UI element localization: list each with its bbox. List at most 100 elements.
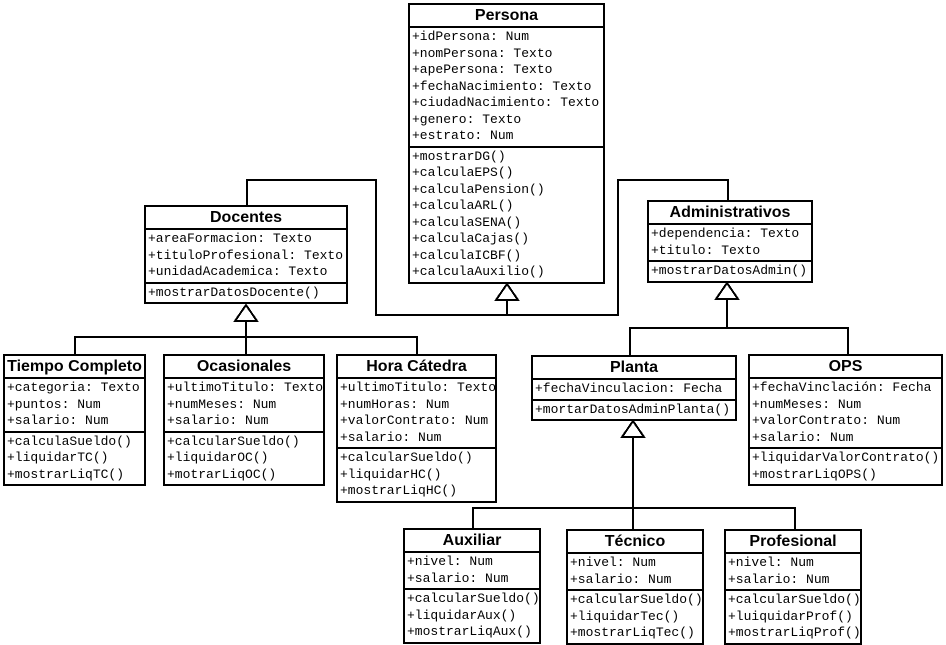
member-line: +nivel: Num	[407, 554, 493, 569]
class-title: Persona	[410, 5, 603, 28]
member-line: +calcularSueldo()	[167, 433, 300, 449]
class-attributes: +ultimoTitulo: Texto+numHoras: Num+valor…	[338, 379, 497, 447]
class-methods: +calcularSueldo()+liquidarHC()+mostrarLi…	[338, 447, 495, 501]
member-line: +calculaCajas()	[412, 231, 530, 246]
class-box-ocasionales: Ocasionales +ultimoTitulo: Texto+numMese…	[163, 354, 325, 486]
class-methods: +calcularSueldo()+liquidarOC()+motrarLiq…	[165, 430, 323, 485]
member-line: +calculaSueldo()	[7, 433, 132, 449]
class-attributes: +categoria: Texto+puntos: Num+salario: N…	[5, 379, 144, 431]
class-title: Administrativos	[649, 202, 811, 225]
class-methods: +mostrarDatosAdmin()	[649, 260, 811, 281]
member-line: +liquidarOC()	[167, 450, 269, 465]
generalization-arrowhead	[233, 303, 259, 322]
generalization-administrativos	[629, 281, 849, 356]
member-line: +genero: Texto	[412, 111, 522, 127]
class-methods: +calcularSueldo()+liquidarTec()+mostrarL…	[568, 589, 703, 643]
class-box-profesional: Profesional +nivel: Num+salario: Num +ca…	[724, 529, 862, 645]
class-methods: +calcularSueldo()+liquidarAux()+mostrarL…	[405, 588, 540, 642]
class-methods: +mostrarDG()+calculaEPS()+calculaPension…	[410, 145, 603, 282]
generalization-docentes	[74, 303, 418, 355]
member-line: +fechaVinclación: Fecha	[752, 380, 932, 395]
class-box-ops: OPS +fechaVinclación: Fecha+numMeses: Nu…	[748, 354, 943, 486]
member-line: +salario: Num	[752, 429, 854, 445]
member-line: +ciudadNacimiento: Texto	[412, 95, 600, 110]
class-box-hora-catedra: Hora Cátedra +ultimoTitulo: Texto+numHor…	[336, 354, 497, 503]
generalization-arrowhead	[620, 419, 646, 438]
member-line: +calculaAuxilio()	[412, 264, 545, 279]
member-line: +mostrarDG()	[412, 148, 506, 164]
member-line: +dependencia: Texto	[651, 226, 800, 241]
class-title: Docentes	[146, 207, 346, 230]
class-attributes: +nivel: Num+salario: Num	[405, 553, 539, 588]
member-line: +salario: Num	[167, 413, 269, 428]
member-line: +calculaARL()	[412, 198, 514, 213]
generalization-arrowhead	[494, 282, 520, 301]
member-line: +numMeses: Num	[167, 396, 277, 412]
class-title: Ocasionales	[165, 356, 323, 379]
class-methods: +liquidarValorContrato()+mostrarLiqOPS()	[750, 447, 941, 484]
member-line: +salario: Num	[728, 571, 830, 587]
member-line: +salario: Num	[570, 571, 672, 587]
member-line: +mostrarLiqProf()	[728, 625, 861, 640]
member-line: +unidadAcademica: Texto	[148, 264, 328, 279]
member-line: +mostrarLiqTC()	[7, 466, 125, 482]
member-line: +salario: Num	[407, 570, 509, 586]
member-line: +liquidarHC()	[340, 466, 442, 482]
class-title: Hora Cátedra	[338, 356, 495, 379]
member-line: +categoria: Texto	[7, 380, 140, 395]
member-line: +areaFormacion: Texto	[148, 231, 312, 246]
class-title: Planta	[533, 357, 735, 380]
class-attributes: +fechaVinculacion: Fecha	[533, 380, 735, 399]
member-line: +calcularSueldo()	[728, 592, 861, 607]
class-box-auxiliar: Auxiliar +nivel: Num+salario: Num +calcu…	[403, 528, 541, 644]
member-line: +liquidarTec()	[570, 608, 680, 624]
member-line: +apePersona: Texto	[412, 62, 553, 77]
member-line: +liquidarTC()	[7, 450, 109, 465]
member-line: +mostrarLiqTec()	[570, 625, 695, 640]
member-line: +liquidarValorContrato()	[752, 450, 940, 465]
class-attributes: +idPersona: Num+nomPersona: Texto+apePer…	[410, 28, 603, 146]
class-box-planta: Planta +fechaVinculacion: Fecha +mortarD…	[531, 355, 737, 421]
class-attributes: +nivel: Num+salario: Num	[568, 554, 702, 589]
generalization-persona	[246, 179, 729, 316]
member-line: +motrarLiqOC()	[167, 466, 277, 482]
class-title: Técnico	[568, 531, 702, 554]
member-line: +liquidarAux()	[407, 607, 517, 623]
class-attributes: +ultimoTitulo: Texto+numMeses: Num+salar…	[165, 379, 323, 431]
member-line: +calculaICBF()	[412, 247, 522, 263]
class-box-docentes: Docentes +areaFormacion: Texto+tituloPro…	[144, 205, 348, 304]
class-attributes: +nivel: Num+salario: Num	[726, 554, 860, 589]
member-line: +ultimoTitulo: Texto	[167, 380, 324, 395]
class-attributes: +areaFormacion: Texto+tituloProfesional:…	[146, 230, 346, 282]
member-line: +idPersona: Num	[412, 29, 530, 44]
class-title: Tiempo Completo	[5, 356, 144, 379]
class-title: Profesional	[726, 531, 860, 554]
member-line: +calcularSueldo()	[407, 591, 540, 606]
member-line: +mostrarLiqAux()	[407, 624, 532, 639]
class-box-persona: Persona +idPersona: Num+nomPersona: Text…	[408, 3, 605, 284]
class-box-tecnico: Técnico +nivel: Num+salario: Num +calcul…	[566, 529, 704, 645]
member-line: +valorContrato: Num	[752, 413, 901, 428]
class-title: OPS	[750, 356, 941, 379]
member-line: +calculaSENA()	[412, 214, 522, 230]
class-methods: +calcularSueldo()+luiquidarProf()+mostra…	[726, 589, 861, 643]
member-line: +ultimoTitulo: Texto	[340, 380, 497, 395]
member-line: +nivel: Num	[570, 555, 656, 570]
member-line: +calcularSueldo()	[340, 450, 473, 465]
generalization-planta	[472, 419, 796, 530]
class-attributes: +fechaVinclación: Fecha+numMeses: Num+va…	[750, 379, 941, 447]
member-line: +numHoras: Num	[340, 396, 450, 412]
class-title: Auxiliar	[405, 530, 539, 553]
member-line: +numMeses: Num	[752, 396, 862, 412]
member-line: +estrato: Num	[412, 128, 514, 143]
member-line: +fechaNacimiento: Texto	[412, 78, 592, 94]
class-methods: +mostrarDatosDocente()	[146, 281, 346, 303]
member-line: +mostrarDatosAdmin()	[651, 263, 808, 278]
member-line: +tituloProfesional: Texto	[148, 247, 344, 263]
member-line: +calculaPension()	[412, 181, 545, 197]
member-line: +nomPersona: Texto	[412, 45, 553, 61]
member-line: +titulo: Texto	[651, 242, 761, 258]
member-line: +mortarDatosAdminPlanta()	[535, 401, 731, 417]
